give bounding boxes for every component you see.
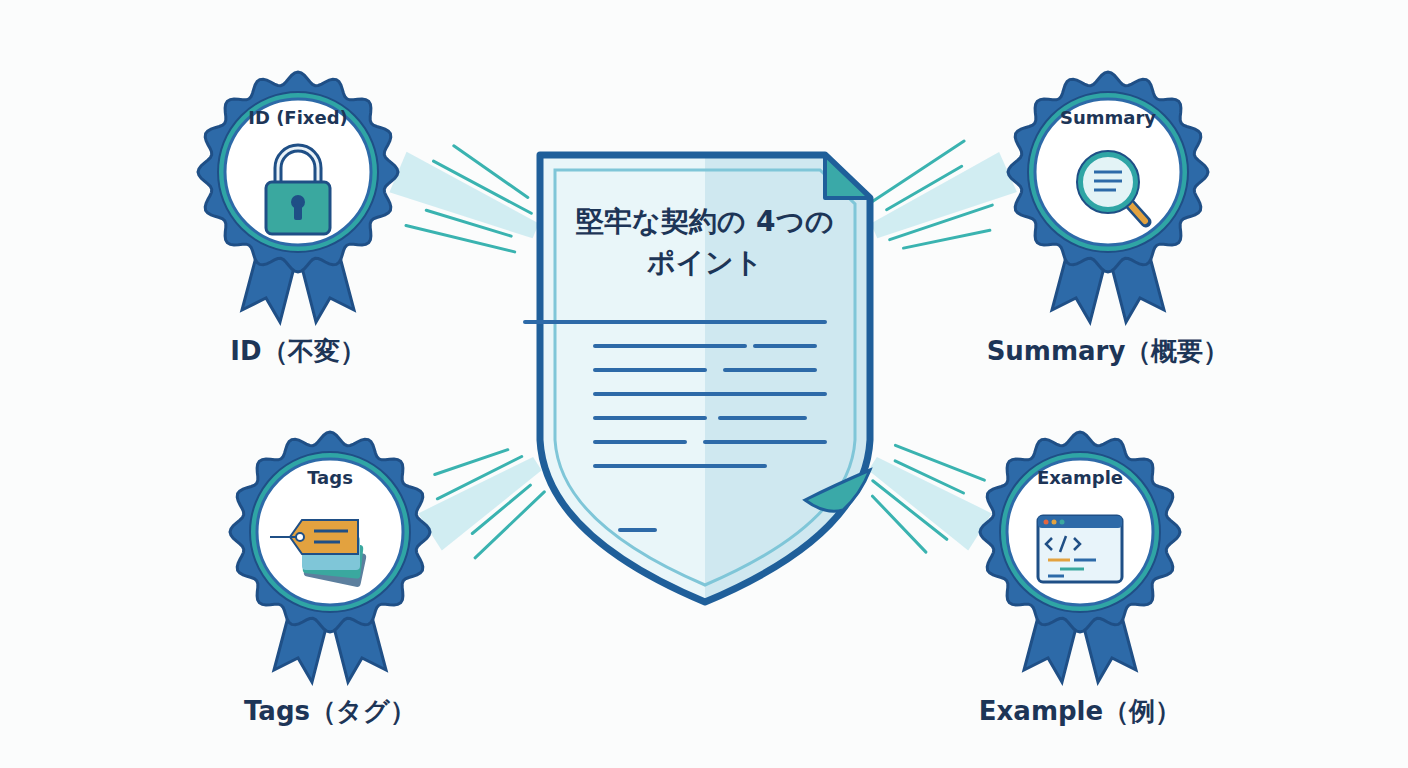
badge-label: ID（不変） xyxy=(118,334,478,369)
ray-connector xyxy=(418,450,544,558)
badge-node: ExampleExample（例） xyxy=(980,432,1180,632)
badge-heading: ID (Fixed) xyxy=(228,108,368,128)
shield-node: 堅牢な契約の 4つのポイント xyxy=(525,140,885,615)
badge-label: Tags（タグ） xyxy=(150,694,510,729)
badge-node: TagsTags（タグ） xyxy=(230,432,430,632)
ray-connector xyxy=(868,445,991,552)
shield-title: 堅牢な契約の 4つのポイント xyxy=(575,202,835,283)
badge-node: ID (Fixed)ID（不変） xyxy=(198,72,398,272)
badge-label: Summary（概要） xyxy=(928,334,1288,369)
badge-heading: Example xyxy=(1010,468,1150,488)
badge-heading: Tags xyxy=(260,468,400,488)
ray-connector xyxy=(871,141,1017,248)
ray-connector xyxy=(389,146,539,252)
badge-node: SummarySummary（概要） xyxy=(1008,72,1208,272)
badge-label: Example（例） xyxy=(900,694,1260,729)
badge-heading: Summary xyxy=(1038,108,1178,128)
